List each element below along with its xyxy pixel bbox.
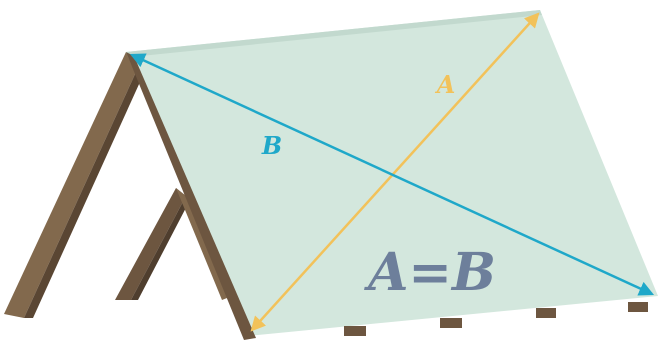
equation-label: A=B — [363, 242, 496, 303]
front-rafter-left — [4, 52, 136, 318]
front-rafter — [4, 52, 140, 318]
purlin-end — [536, 308, 556, 318]
back-rafter-left — [115, 188, 186, 300]
diagonal-b-arrow — [129, 53, 655, 296]
front-rafter-left-shade — [24, 72, 140, 318]
back-rafter-left-shade — [131, 196, 190, 300]
diagonal-a-label: A — [435, 70, 456, 99]
purlin-end — [344, 326, 366, 336]
purlin-end — [628, 302, 648, 312]
purlin-end — [440, 318, 462, 328]
diagonal-b-label: B — [261, 131, 282, 160]
